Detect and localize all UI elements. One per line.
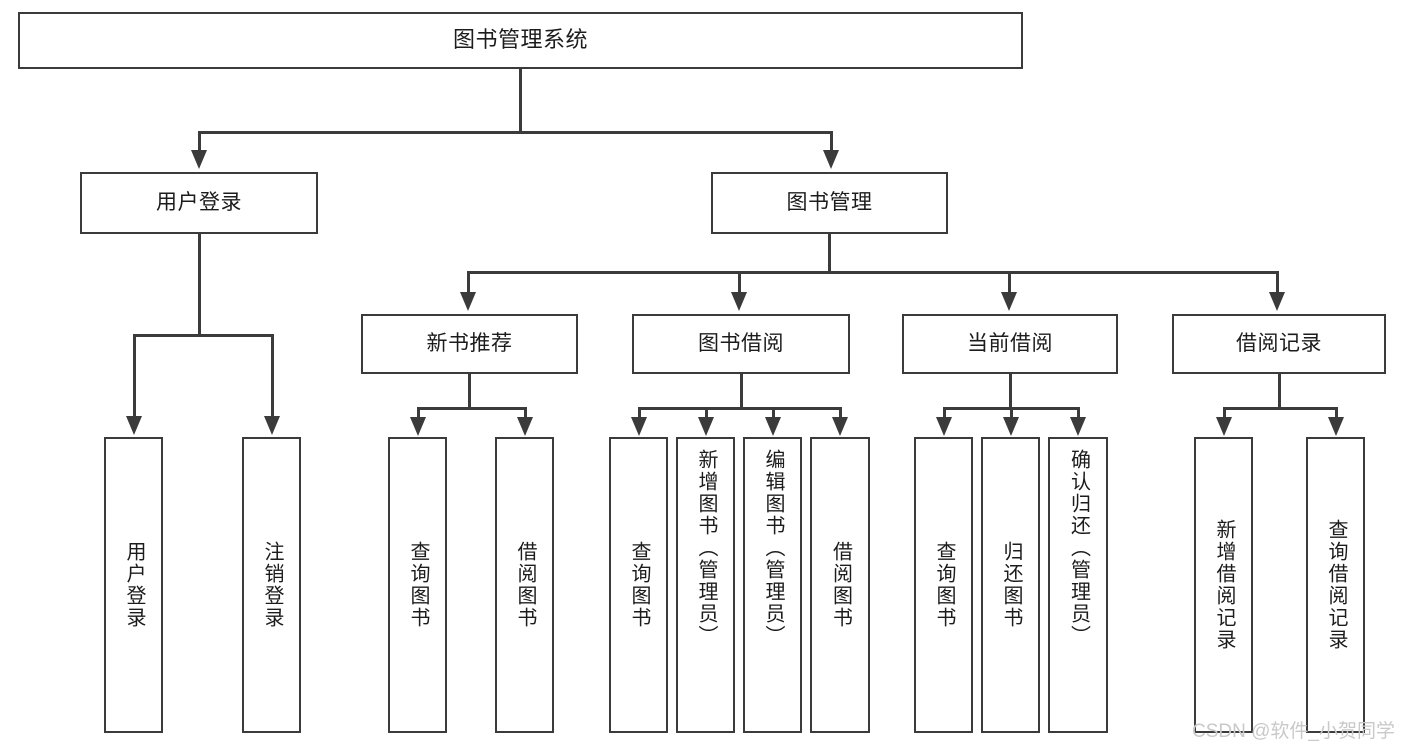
node-leaf-borrow-book-1[interactable]: 借阅图书 — [495, 437, 554, 733]
node-label: 编辑图书（管理员） — [762, 449, 784, 647]
node-leaf-borrow-book-2[interactable]: 借阅图书 — [810, 437, 870, 733]
node-label: 确认归还（管理员） — [1067, 449, 1090, 647]
arrow-to-leaf-user-login — [126, 416, 142, 435]
node-current-borrow[interactable]: 当前借阅 — [902, 314, 1118, 374]
arrow-to-leaf-borrow-book-1 — [517, 417, 533, 436]
node-label: 图书管理系统 — [452, 27, 588, 53]
node-label: 查询图书 — [933, 541, 955, 629]
node-label: 用户登录 — [123, 541, 145, 629]
connector-br-drop-2 — [1335, 407, 1338, 419]
node-leaf-return-book[interactable]: 归还图书 — [981, 437, 1040, 733]
arrow-to-leaf-add-book — [698, 417, 714, 436]
arrow-to-leaf-add-record — [1216, 417, 1232, 436]
node-leaf-add-book[interactable]: 新增图书（管理员） — [676, 437, 735, 733]
connector-bm-drop-1 — [467, 271, 470, 294]
node-label: 归还图书 — [1000, 541, 1022, 629]
connector-user-login-drop-2 — [271, 334, 274, 418]
node-label: 图书借阅 — [698, 332, 784, 356]
connector-root-stem — [519, 69, 522, 132]
node-book-management[interactable]: 图书管理 — [711, 172, 948, 234]
node-label: 图书管理 — [786, 191, 873, 215]
node-label: 新增借阅记录 — [1213, 519, 1235, 651]
node-leaf-user-login[interactable]: 用户登录 — [104, 437, 163, 733]
node-leaf-add-record[interactable]: 新增借阅记录 — [1194, 437, 1253, 733]
connector-user-login-bar — [133, 334, 273, 337]
connector-bb-bar — [638, 407, 841, 410]
node-leaf-confirm-return[interactable]: 确认归还（管理员） — [1048, 437, 1108, 733]
node-leaf-query-book-3[interactable]: 查询图书 — [914, 437, 973, 733]
connector-bb-stem — [740, 374, 743, 409]
arrow-to-leaf-query-book-3 — [936, 417, 952, 436]
node-label: 查询借阅记录 — [1325, 519, 1347, 651]
node-label: 当前借阅 — [967, 332, 1053, 356]
node-system-root[interactable]: 图书管理系统 — [18, 12, 1023, 69]
node-leaf-query-record[interactable]: 查询借阅记录 — [1306, 437, 1365, 733]
connector-br-bar — [1223, 407, 1337, 410]
arrow-to-borrow-record — [1269, 292, 1285, 311]
connector-bb-drop-3 — [772, 407, 775, 419]
node-book-borrow[interactable]: 图书借阅 — [632, 314, 850, 374]
arrow-to-leaf-query-book-2 — [631, 417, 647, 436]
connector-bm-drop-3 — [1008, 271, 1011, 294]
connector-root-right-drop — [830, 131, 833, 153]
arrow-to-user-login — [191, 150, 207, 169]
connector-book-management-stem — [828, 234, 831, 273]
arrow-to-leaf-query-book-1 — [410, 417, 426, 436]
node-leaf-query-book-1[interactable]: 查询图书 — [388, 437, 447, 733]
node-label: 用户登录 — [156, 191, 242, 215]
connector-br-stem — [1278, 374, 1281, 409]
arrow-to-leaf-query-record — [1328, 417, 1344, 436]
node-new-book-recommend[interactable]: 新书推荐 — [361, 314, 578, 374]
node-borrow-record[interactable]: 借阅记录 — [1172, 314, 1386, 374]
connector-nbr-drop-1 — [417, 407, 420, 419]
connector-cb-drop-3 — [1077, 407, 1080, 419]
arrow-to-book-management — [823, 150, 839, 169]
node-leaf-edit-book[interactable]: 编辑图书（管理员） — [743, 437, 802, 733]
connector-bm-drop-2 — [738, 271, 741, 294]
arrow-to-current-borrow — [1001, 292, 1017, 311]
node-leaf-logout[interactable]: 注销登录 — [242, 437, 301, 733]
connector-bb-drop-4 — [839, 407, 842, 419]
connector-nbr-stem — [468, 374, 471, 409]
arrow-to-leaf-confirm-return — [1070, 417, 1086, 436]
connector-book-management-bar — [467, 271, 1278, 274]
node-label: 注销登录 — [261, 541, 283, 629]
connector-cb-drop-2 — [1010, 407, 1013, 419]
arrow-to-leaf-borrow-book-2 — [832, 417, 848, 436]
node-label: 新增图书（管理员） — [695, 449, 717, 647]
arrow-to-leaf-logout — [264, 416, 280, 435]
node-label: 借阅图书 — [829, 541, 852, 629]
connector-root-left-drop — [198, 131, 201, 153]
connector-br-drop-1 — [1223, 407, 1226, 419]
node-leaf-query-book-2[interactable]: 查询图书 — [609, 437, 668, 733]
connector-bb-drop-2 — [705, 407, 708, 419]
node-label: 新书推荐 — [426, 332, 513, 356]
connector-nbr-bar — [417, 407, 526, 410]
connector-cb-stem — [1009, 374, 1012, 409]
connector-bb-drop-1 — [638, 407, 641, 419]
connector-bm-drop-4 — [1276, 271, 1279, 294]
connector-cb-drop-1 — [943, 407, 946, 419]
node-label: 查询图书 — [628, 541, 650, 629]
connector-user-login-stem — [198, 234, 201, 335]
arrow-to-leaf-edit-book — [765, 417, 781, 436]
node-user-login[interactable]: 用户登录 — [80, 172, 318, 234]
arrow-to-leaf-return-book — [1003, 417, 1019, 436]
node-label: 查询图书 — [407, 541, 429, 629]
node-label: 借阅图书 — [514, 541, 536, 629]
connector-nbr-drop-2 — [524, 407, 527, 419]
connector-root-bar — [198, 131, 832, 134]
connector-user-login-drop-1 — [133, 334, 136, 418]
arrow-to-new-book-recommend — [460, 292, 476, 311]
node-label: 借阅记录 — [1236, 332, 1322, 356]
arrow-to-book-borrow — [731, 292, 747, 311]
